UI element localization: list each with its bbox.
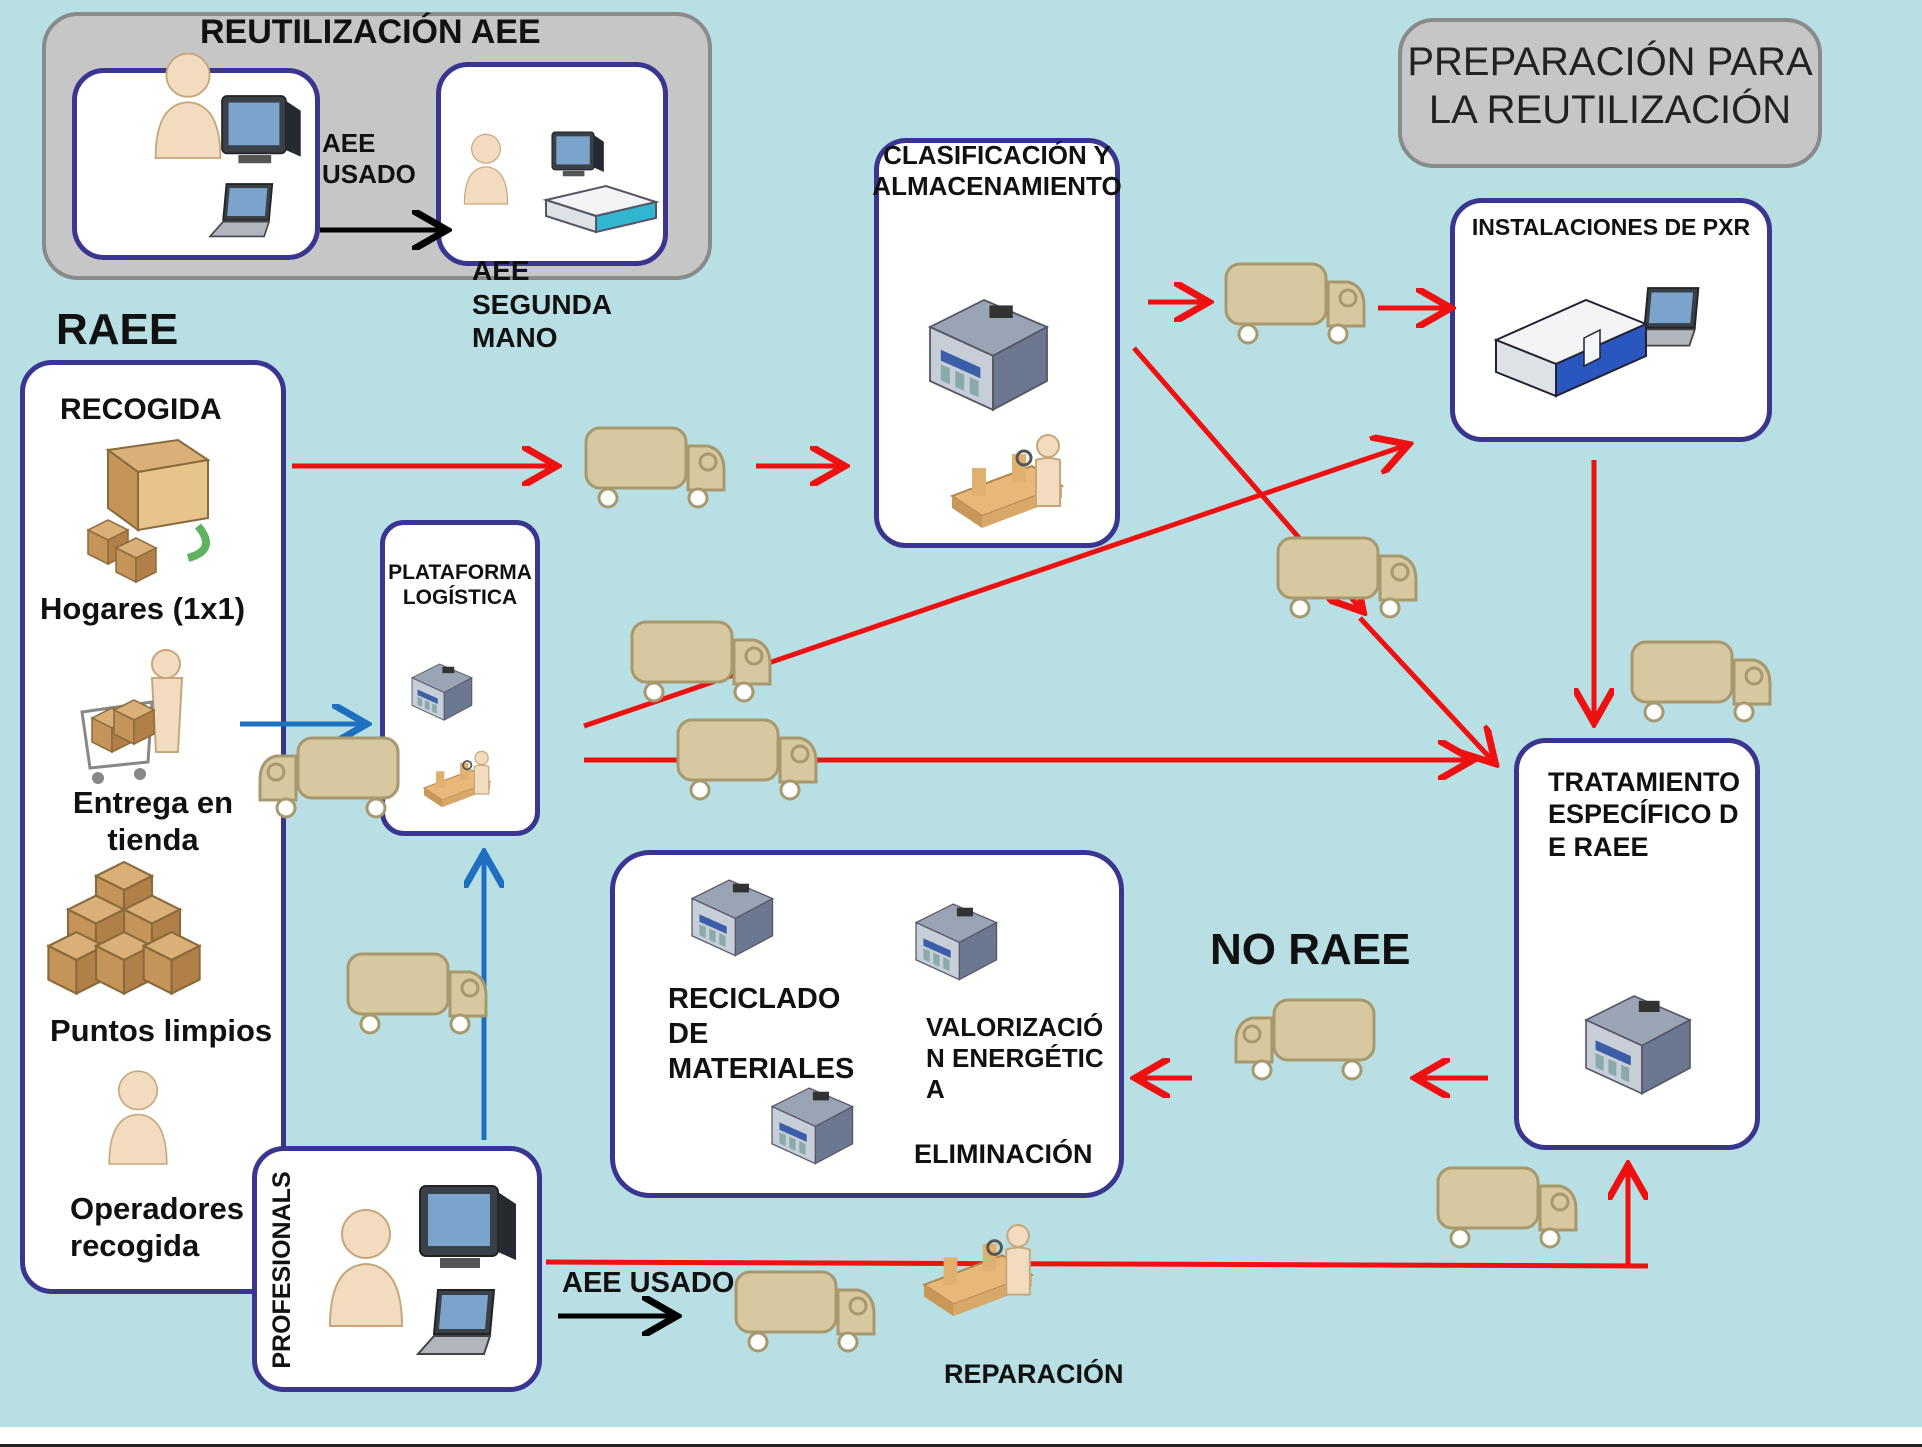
collection-title: RECOGIDA [60, 393, 222, 426]
red-flow-arrows [292, 302, 1649, 1269]
laptop-icon [417, 1289, 495, 1355]
raee-title: RAEE [56, 305, 179, 354]
truck-icon [1630, 640, 1772, 723]
truck-icon [346, 952, 488, 1035]
recycling-label: RECICLADO DE MATERIALES [668, 983, 855, 1085]
truck-icon [734, 1270, 876, 1353]
truck-icon [1224, 262, 1366, 345]
disposal-label: ELIMINACIÓN [914, 1139, 1093, 1169]
source-clean-points: Puntos limpios [50, 1013, 273, 1048]
inspector-icon [922, 1223, 1034, 1318]
building-icon [1585, 995, 1691, 1095]
preparation-title: PREPARACIÓN PARA LA REUTILIZACIÓN [1407, 40, 1813, 132]
truck-icon [260, 738, 398, 817]
treatment-title: TRATAMIENTO ESPECÍFICO DE RAEE [1548, 767, 1740, 862]
no-raee-title: NO RAEE [1210, 925, 1411, 974]
truck-icon [676, 718, 818, 801]
building-icon [915, 903, 998, 981]
source-households: Hogares (1x1) [40, 591, 246, 626]
building-icon [771, 1087, 854, 1165]
monitor-icon [221, 95, 302, 165]
person-icon [108, 1070, 168, 1165]
monitor-icon [419, 1185, 517, 1269]
truck-icon [630, 620, 772, 703]
professionals-title: PROFESIONALS [268, 1171, 296, 1369]
person-icon [463, 133, 509, 205]
second-hand-label: AEE SEGUNDA MANO [472, 255, 611, 354]
inspector-icon [423, 750, 491, 809]
truck-icon [1436, 1166, 1578, 1249]
source-operators: Operadores recogida [70, 1191, 245, 1264]
shopping-cart-icon [80, 649, 184, 784]
truck-icon [1276, 536, 1418, 619]
truck-icon [1236, 1000, 1374, 1079]
server-icon [542, 184, 660, 234]
professionals-box [252, 1146, 542, 1392]
delivery-truck-icon [87, 438, 211, 583]
person-icon [154, 52, 222, 159]
monitor-icon [551, 131, 605, 177]
pxr-title: INSTALACIONES DE PXR [1471, 214, 1751, 240]
professional-used-label: AEE USADO [562, 1267, 735, 1299]
laptop-icon [209, 183, 274, 238]
black-flow-arrows [320, 230, 672, 1316]
reuse-title: REUTILIZACIÓN AEE [200, 13, 541, 51]
truck-icon [584, 426, 726, 509]
source-store: Entrega en tienda [72, 785, 234, 858]
used-equipment-label: AEE USADO [322, 128, 416, 190]
platform-title: PLATAFORMA LOGÍSTICA [388, 561, 532, 610]
server-icon [1493, 298, 1649, 398]
classification-title: CLASIFICACIÓN Y ALMACENAMIENTO [872, 140, 1122, 202]
bottom-rule [0, 1444, 1922, 1447]
energy-recovery-label: VALORIZACIÓN ENERGÉTICA [926, 1012, 1104, 1105]
building-icon [411, 663, 473, 721]
building-icon [929, 299, 1048, 411]
inspector-icon [950, 433, 1064, 530]
boxes-icon [47, 860, 201, 995]
preparation-group [1398, 18, 1822, 168]
repair-title: REPARACIÓN [944, 1359, 1124, 1389]
building-icon [691, 879, 774, 957]
person-icon [329, 1209, 403, 1327]
recycling-box [610, 850, 1124, 1198]
